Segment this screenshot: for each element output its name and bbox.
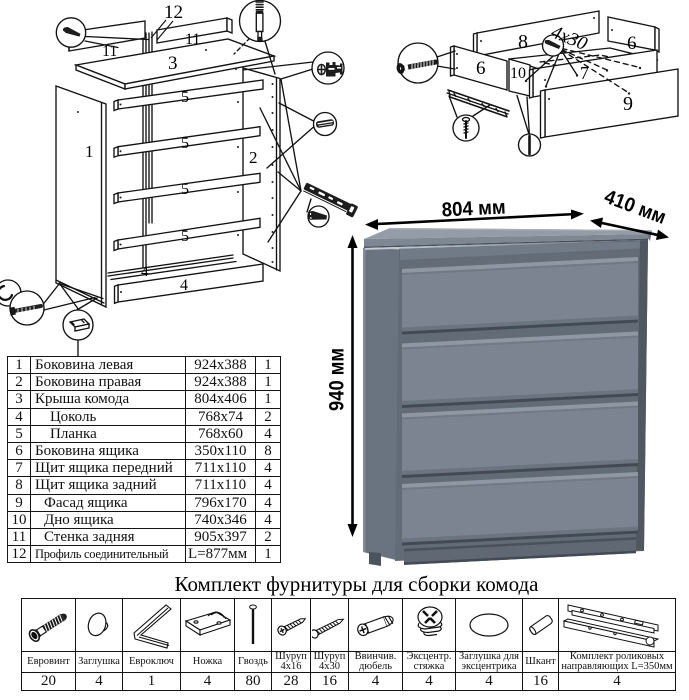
svg-text:4: 4 xyxy=(141,264,149,280)
svg-text:9: 9 xyxy=(623,93,633,115)
svg-text:4: 4 xyxy=(180,277,188,294)
svg-text:5: 5 xyxy=(181,89,189,106)
svg-text:5: 5 xyxy=(181,181,189,198)
svg-text:8: 8 xyxy=(518,31,528,53)
svg-text:12: 12 xyxy=(164,2,183,23)
svg-text:3: 3 xyxy=(168,53,178,74)
svg-text:11: 11 xyxy=(185,31,200,48)
svg-text:7: 7 xyxy=(580,63,589,83)
svg-text:6: 6 xyxy=(476,58,486,79)
svg-text:6: 6 xyxy=(627,33,637,54)
svg-text:10: 10 xyxy=(510,65,526,82)
svg-text:5: 5 xyxy=(181,135,189,152)
svg-text:5: 5 xyxy=(181,228,189,245)
svg-text:11: 11 xyxy=(102,43,117,60)
svg-text:804 мм: 804 мм xyxy=(441,197,506,222)
svg-text:1: 1 xyxy=(85,142,94,161)
svg-text:940 мм: 940 мм xyxy=(326,348,349,411)
svg-text:410 мм: 410 мм xyxy=(601,186,669,229)
svg-text:2: 2 xyxy=(249,148,258,167)
